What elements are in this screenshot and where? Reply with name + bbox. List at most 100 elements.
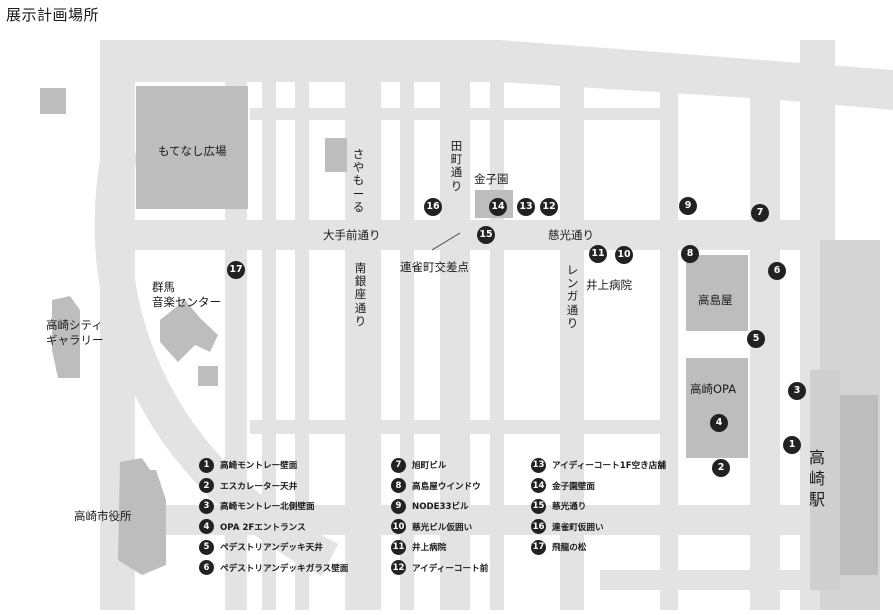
legend-text: 高島屋ウインドウ — [412, 481, 481, 492]
legend-num: 2 — [199, 478, 214, 494]
music-center-building — [160, 300, 218, 362]
inoue-hospital-label: 井上病院 — [586, 278, 632, 292]
cityhall-label: 高崎市役所 — [74, 509, 132, 523]
minamiginza-label: 南銀座通り — [354, 261, 367, 328]
map-title: 展示計画場所 — [6, 6, 100, 24]
marker-12[interactable]: 12 — [540, 198, 558, 216]
kanekoen-label: 金子園 — [474, 172, 509, 186]
renjaku-label: 連雀町交差点 — [400, 260, 469, 274]
marker-7[interactable]: 7 — [751, 204, 769, 222]
gunma-music-label-1: 群馬 — [152, 280, 175, 294]
motenashi-building — [136, 86, 248, 209]
legend-num: 17 — [531, 539, 546, 555]
opa-building — [686, 358, 748, 458]
legend-item: 15 慈光通り — [531, 497, 666, 515]
marker-6[interactable]: 6 — [768, 262, 786, 280]
legend-text: OPA 2Fエントランス — [220, 522, 306, 533]
tamachi-road — [440, 80, 470, 610]
legend-num: 1 — [199, 457, 214, 473]
station-label: 高崎駅 — [808, 448, 825, 509]
legend-num: 12 — [391, 560, 406, 576]
station-building — [836, 395, 878, 575]
legend-text: 高崎モントレー壁面 — [220, 461, 298, 471]
marker-11[interactable]: 11 — [589, 245, 607, 263]
opa-label: 高崎OPA — [690, 382, 737, 396]
legend-num: 10 — [391, 519, 406, 535]
legend-item: 1 高崎モントレー壁面 — [199, 456, 348, 474]
legend-text: 旭町ビル — [412, 461, 447, 471]
legend-num: 6 — [199, 560, 214, 576]
legend-item: 7 旭町ビル — [391, 456, 488, 474]
legend-num: 8 — [391, 478, 406, 494]
legend-column-1: 1 高崎モントレー壁面 2 エスカレーター天井 3 高崎モントレー北側壁面 4 OPA … — [199, 456, 348, 577]
marker-3[interactable]: 3 — [788, 382, 806, 400]
legend-item: 11 井上病院 — [391, 538, 488, 556]
marker-1[interactable]: 1 — [783, 436, 801, 454]
legend-item: 5 ペデストリアンデッキ天井 — [199, 538, 348, 556]
legend-num: 13 — [531, 457, 546, 473]
sayamoru-label: さやもーる — [352, 147, 365, 214]
minamiginza-road — [345, 80, 381, 610]
takashimaya-building — [686, 255, 748, 331]
marker-16[interactable]: 16 — [424, 198, 442, 216]
legend-num: 3 — [199, 498, 214, 514]
legend-text: 連雀町仮囲い — [552, 522, 604, 533]
legend-num: 7 — [391, 457, 406, 473]
legend-text: ペデストリアンデッキガラス壁面 — [220, 563, 349, 574]
gunma-music-label-2: 音楽センター — [152, 295, 221, 309]
legend-num: 5 — [199, 539, 214, 555]
legend-text: 金子園壁面 — [552, 481, 595, 492]
legend-num: 11 — [391, 539, 406, 555]
legend-num: 15 — [531, 498, 546, 514]
gallery-label-1: 高崎シティ — [46, 318, 103, 332]
marker-8[interactable]: 8 — [681, 245, 699, 263]
jikou-label: 慈光通り — [548, 228, 594, 242]
legend-item: 8 高島屋ウインドウ — [391, 477, 488, 495]
legend-text: 高崎モントレー北側壁面 — [220, 502, 315, 513]
legend-text: NODE33ビル — [412, 502, 469, 513]
marker-10[interactable]: 10 — [615, 246, 633, 264]
top-road — [100, 40, 893, 110]
marker-4[interactable]: 4 — [710, 414, 728, 432]
gallery-building — [52, 296, 80, 378]
marker-15[interactable]: 15 — [477, 226, 495, 244]
legend-item: 14 金子園壁面 — [531, 477, 666, 495]
legend-item: 2 エスカレーター天井 — [199, 477, 348, 495]
marker-9[interactable]: 9 — [679, 197, 697, 215]
legend-text: 慈光通り — [552, 502, 587, 513]
marker-17[interactable]: 17 — [227, 261, 245, 279]
legend-item: 17 飛龍の松 — [531, 538, 666, 556]
legend-item: 6 ペデストリアンデッキガラス壁面 — [199, 559, 348, 577]
marker-14[interactable]: 14 — [489, 198, 507, 216]
legend-item: 13 アイディーコート1F空き店舗 — [531, 456, 666, 474]
tamachi-label: 田町通り — [450, 139, 463, 193]
renga-label: レンガ通り — [566, 263, 579, 330]
station-west-road — [750, 90, 780, 610]
legend-item: 4 OPA 2Fエントランス — [199, 518, 348, 536]
otemae-label: 大手前通り — [323, 228, 381, 242]
motenashi-label: もてなし広場 — [158, 144, 227, 158]
legend-text: アイディーコート1F空き店舗 — [552, 461, 666, 471]
legend-item: 12 アイディーコート前 — [391, 559, 488, 577]
legend-text: 慈光ビル仮囲い — [412, 522, 473, 533]
legend-num: 4 — [199, 519, 214, 535]
marker-2[interactable]: 2 — [712, 459, 730, 477]
legend-column-2: 7 旭町ビル 8 高島屋ウインドウ 9 NODE33ビル 10 慈光ビル仮囲い 11 井上… — [391, 456, 488, 577]
legend-num: 14 — [531, 478, 546, 494]
legend-item: 9 NODE33ビル — [391, 497, 488, 515]
legend-num: 9 — [391, 498, 406, 514]
legend-text: ペデストリアンデッキ天井 — [220, 543, 323, 554]
legend-text: アイディーコート前 — [412, 563, 489, 574]
renga-road — [560, 80, 584, 610]
legend-text: 井上病院 — [412, 543, 447, 554]
legend-text: エスカレーター天井 — [220, 481, 298, 492]
cityhall-building — [118, 458, 166, 575]
marker-5[interactable]: 5 — [747, 330, 765, 348]
marker-13[interactable]: 13 — [517, 198, 535, 216]
legend-item: 10 慈光ビル仮囲い — [391, 518, 488, 536]
legend-text: 飛龍の松 — [552, 543, 587, 554]
